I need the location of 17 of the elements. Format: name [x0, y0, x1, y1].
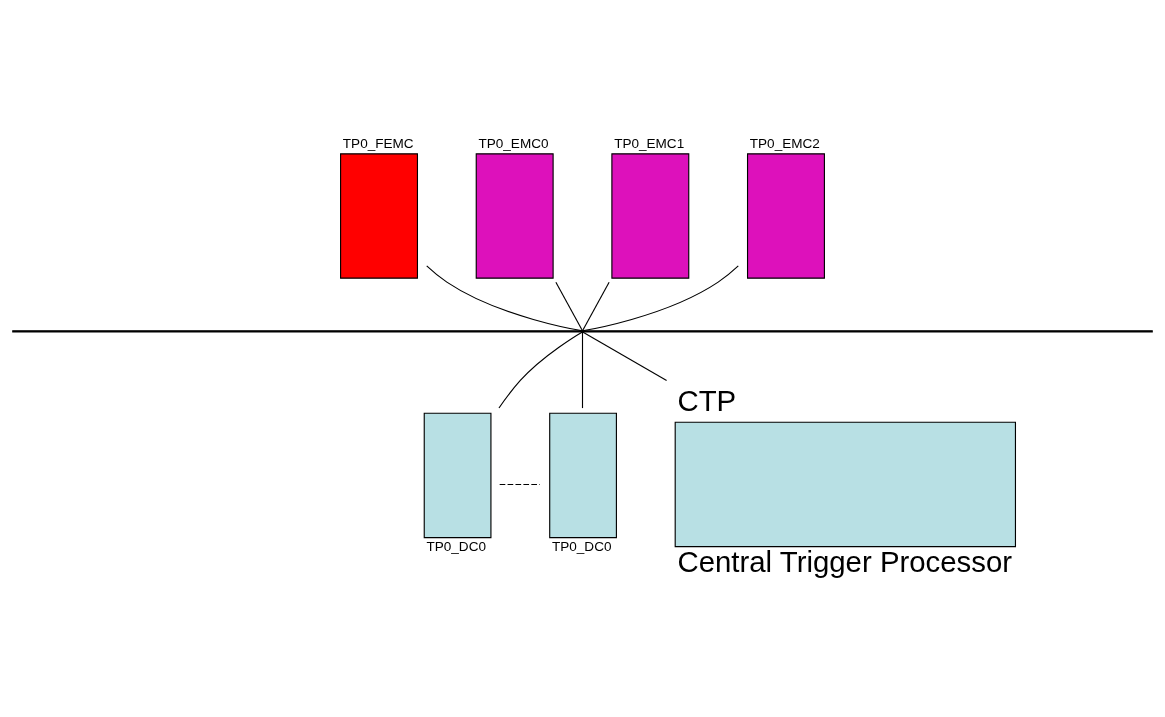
node-bar [12, 329, 1153, 332]
connector [582, 330, 668, 381]
node-label: CTP [677, 383, 737, 417]
connector [426, 264, 583, 331]
node-label: Central Trigger Processor [677, 544, 1013, 578]
connector [581, 281, 610, 331]
node-label: TP0_FEMC [342, 135, 414, 151]
connector [582, 264, 739, 331]
connector [555, 281, 584, 331]
connector [498, 330, 583, 409]
connector [581, 330, 584, 409]
node-label: TP0_DC0 [426, 538, 486, 554]
node-label: TP0_EMC0 [478, 135, 549, 151]
node-label: TP0_EMC1 [614, 135, 685, 151]
node-label: TP0_DC0 [551, 538, 612, 554]
node-label: TP0_EMC2 [749, 135, 820, 151]
connector [499, 483, 541, 485]
